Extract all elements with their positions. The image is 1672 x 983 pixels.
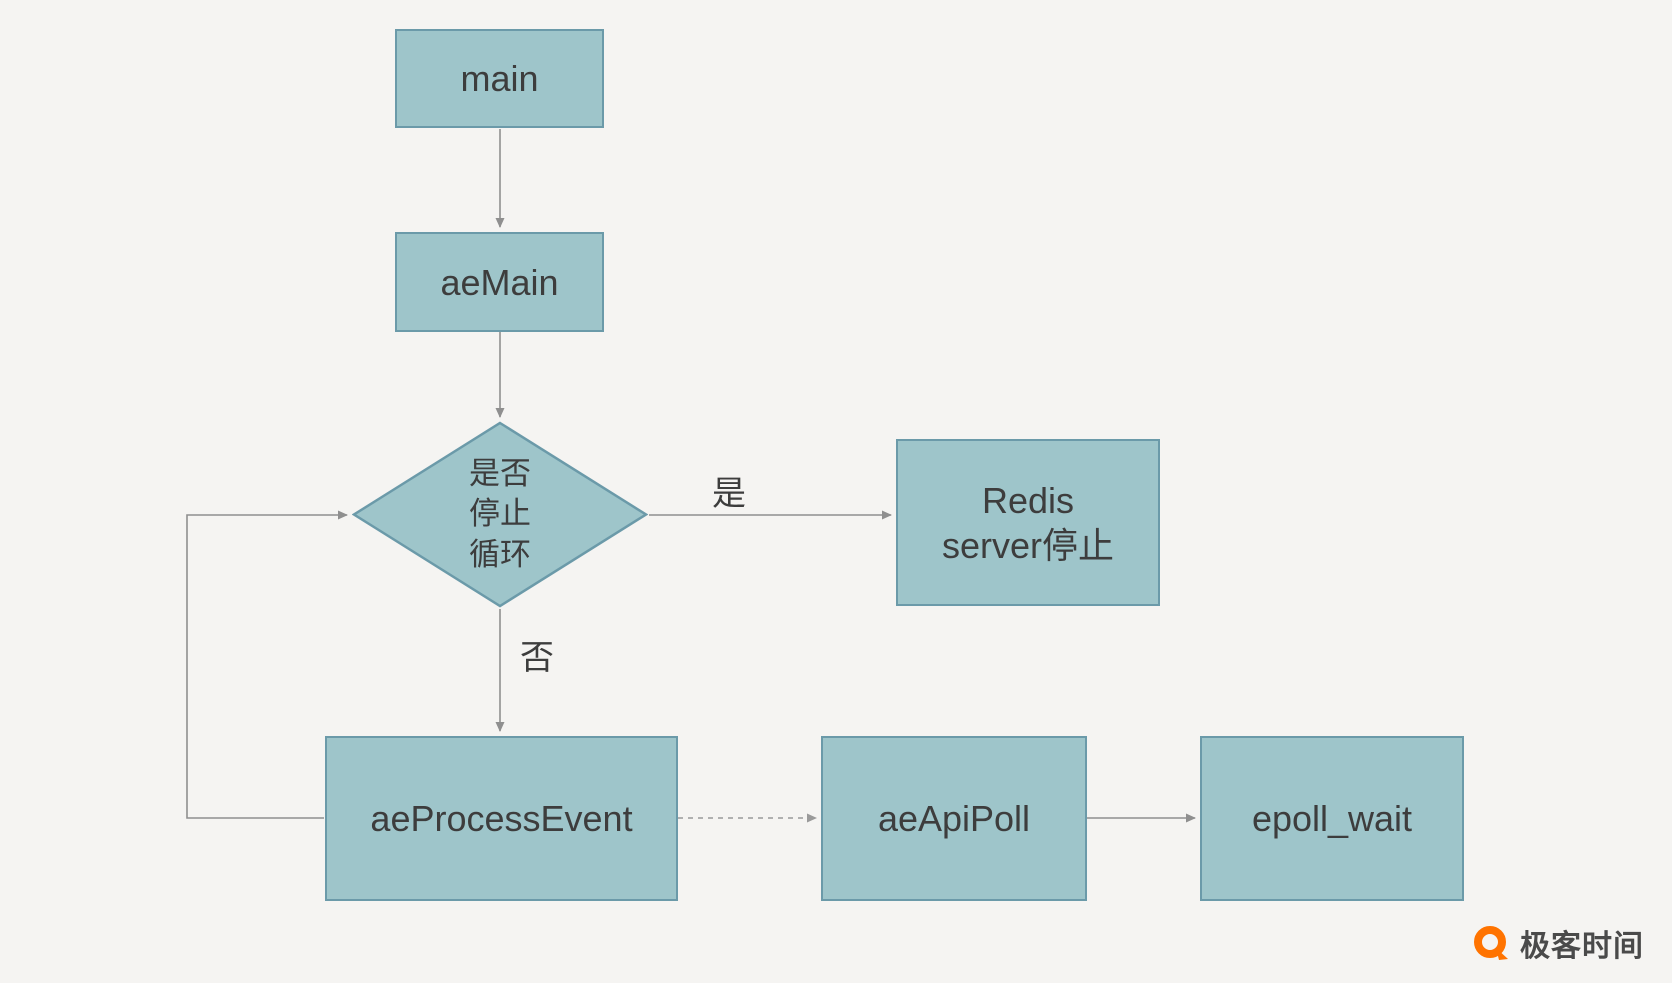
node-aeapipoll: aeApiPoll — [821, 736, 1087, 901]
node-main: main — [395, 29, 604, 128]
node-decision-label: 是否 停止 循环 — [469, 456, 531, 572]
node-epollwait-label: epoll_wait — [1251, 798, 1413, 839]
geektime-logo: 极客时间 — [1472, 921, 1644, 965]
edge-label-no: 否 — [520, 639, 554, 677]
node-aemain: aeMain — [395, 232, 604, 332]
geektime-logo-icon — [1474, 926, 1508, 960]
node-epollwait: epoll_wait — [1200, 736, 1464, 901]
node-redis-stop-label: Redis server停止 — [941, 479, 1115, 566]
diamond-shape — [352, 421, 648, 608]
edge-label-yes: 是 — [712, 475, 746, 513]
edge-loopback-to-decision — [186, 510, 348, 819]
geektime-logo-text: 极客时间 — [1520, 930, 1644, 963]
node-aeprocessevent: aeProcessEvent — [325, 736, 678, 901]
node-redis-stop: Redis server停止 — [896, 439, 1160, 606]
node-decision: 是否 停止 循环 — [352, 421, 648, 608]
node-aeapipoll-label: aeApiPoll — [877, 798, 1031, 839]
node-aeprocessevent-label: aeProcessEvent — [370, 798, 633, 839]
node-aemain-label: aeMain — [440, 261, 559, 303]
node-main-label: main — [460, 58, 539, 99]
